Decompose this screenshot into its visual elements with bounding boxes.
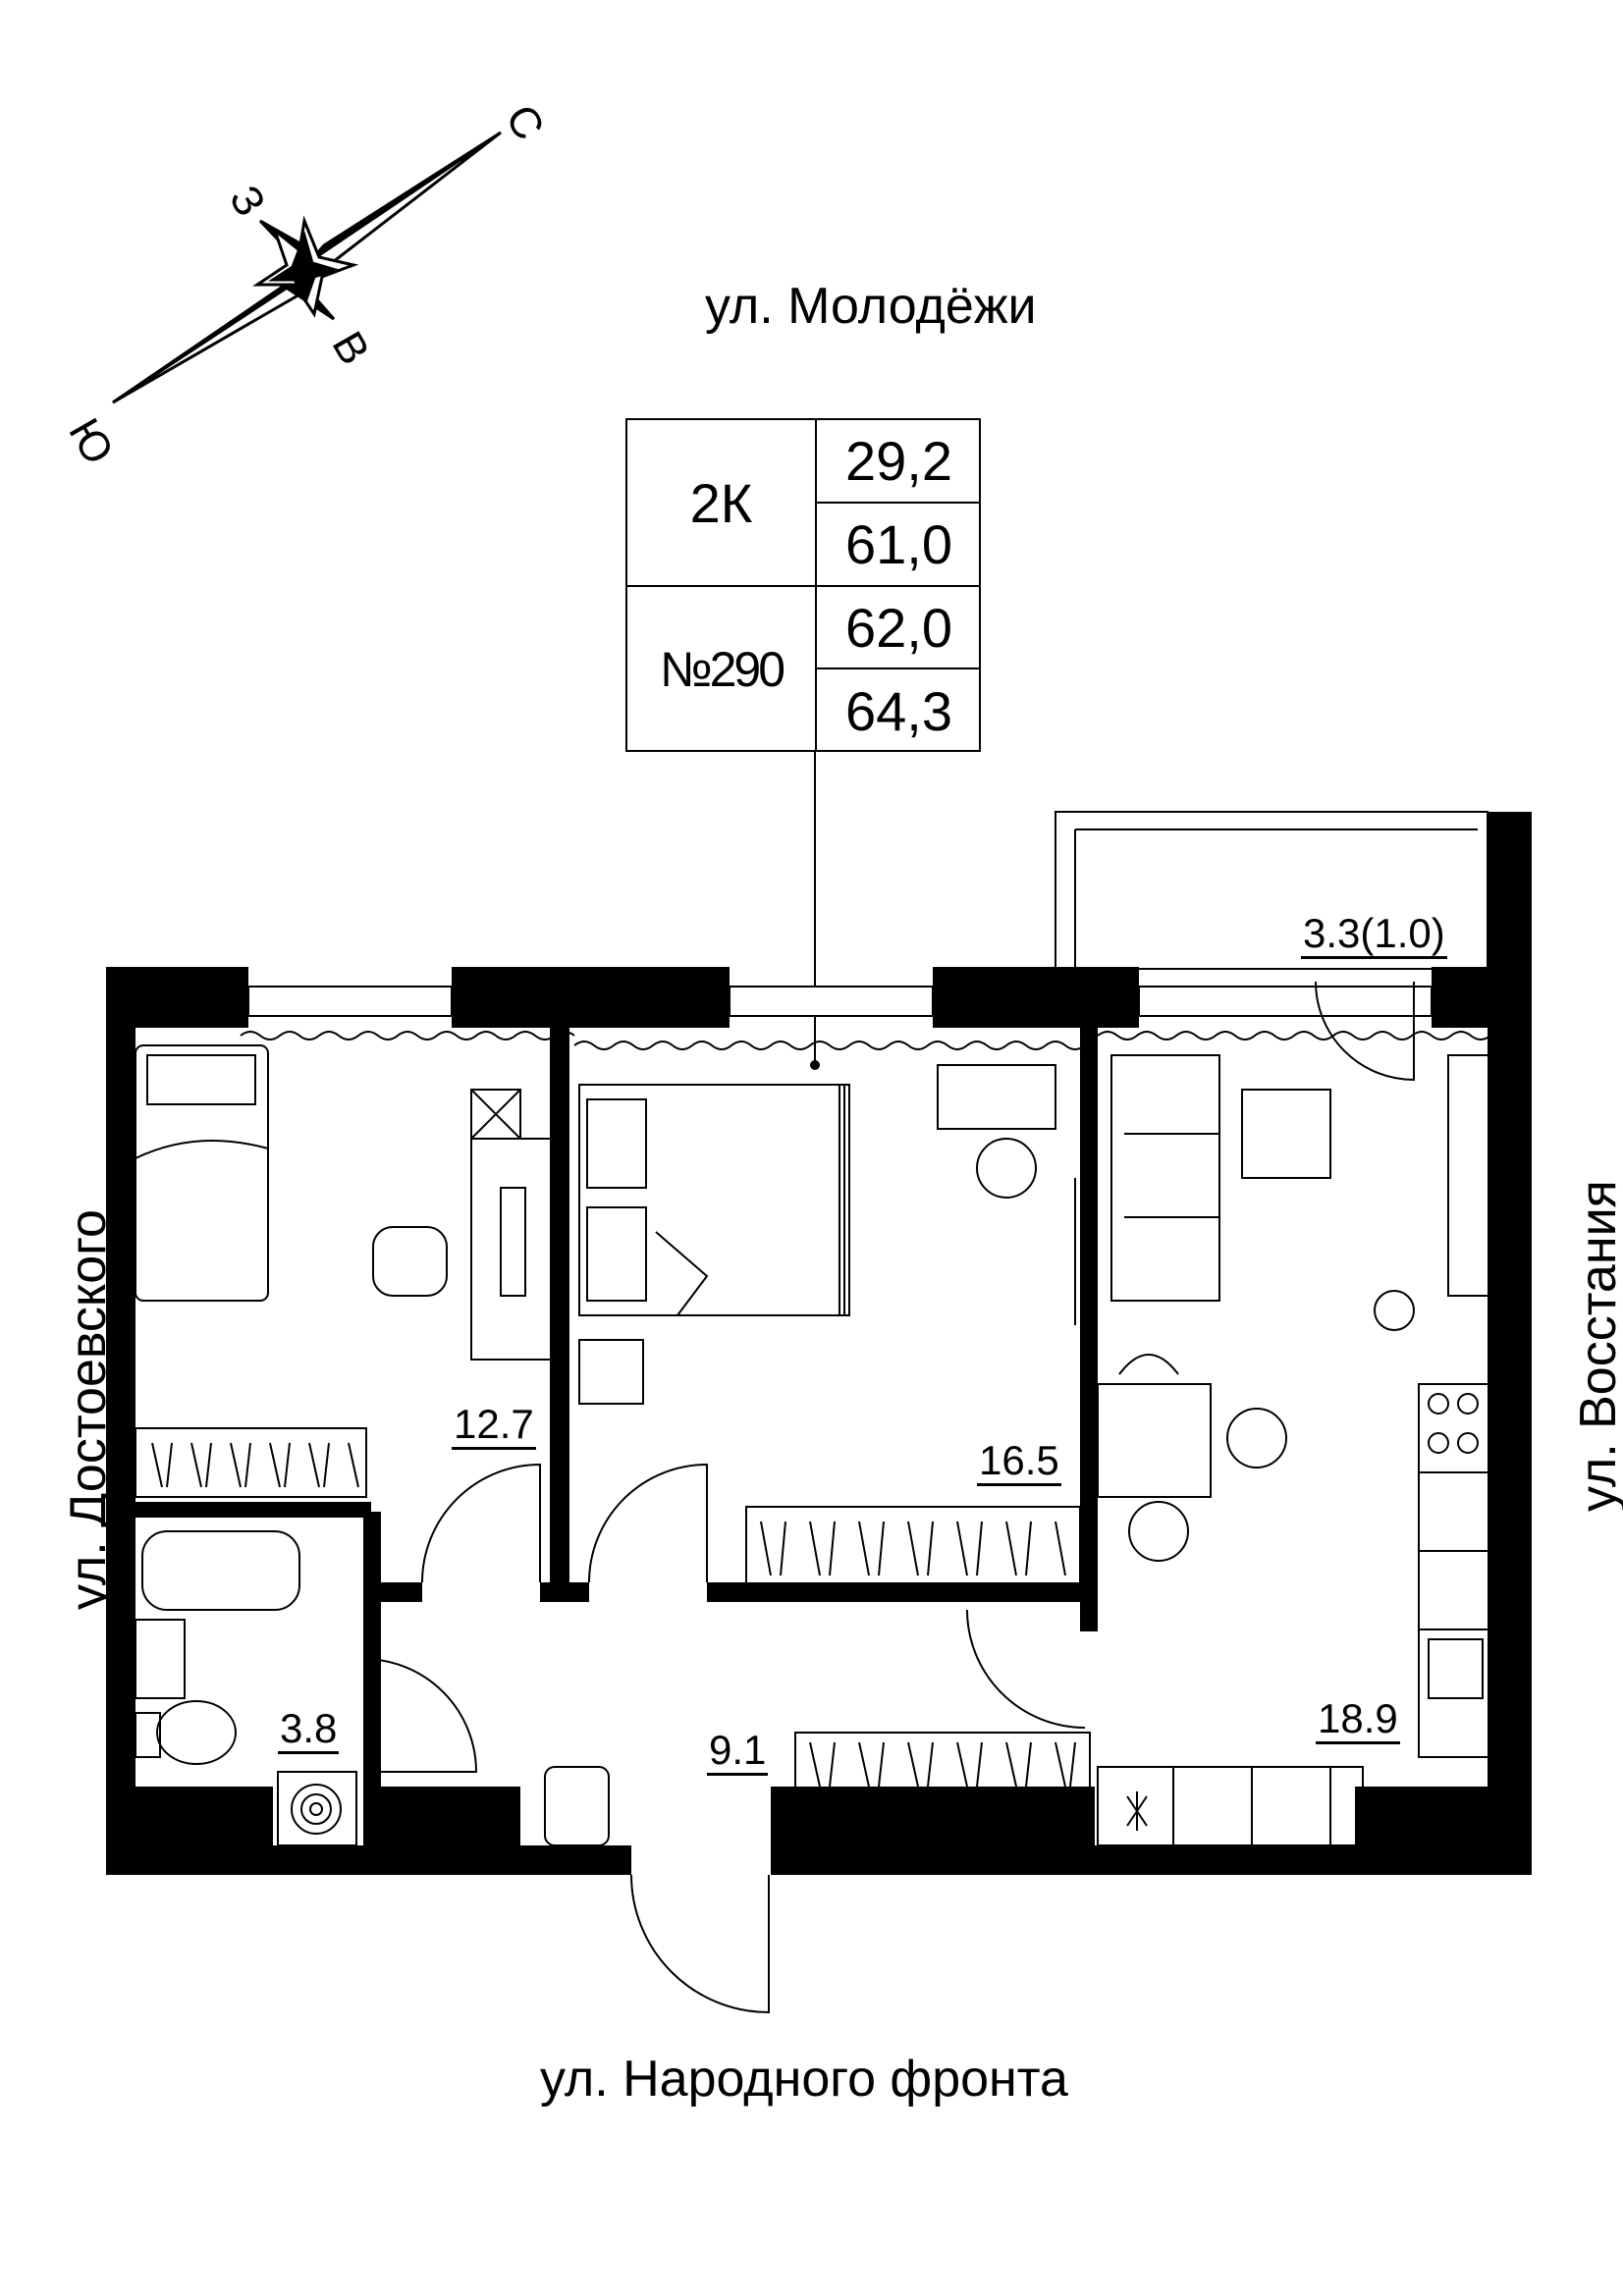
area-without-balcony-value: 61,0 <box>817 504 981 587</box>
apartment-info-table: 2К №290 29,2 61,0 62,0 64,3 <box>625 418 981 752</box>
door-swings <box>362 981 1415 2014</box>
furniture-small-bedroom <box>135 1044 556 1498</box>
street-label-bottom: ул. Народного фронта <box>540 2051 1068 2108</box>
furniture-main-bedroom <box>578 1064 1081 1586</box>
total-area-value: 64,3 <box>845 679 952 742</box>
room-area-bedroom-small: 12.7 <box>452 1401 536 1451</box>
room-area-bathroom: 3.8 <box>278 1705 340 1755</box>
walls <box>106 812 1532 1875</box>
room-area-kitchen-living: 18.9 <box>1316 1695 1400 1745</box>
windows <box>247 986 1433 1017</box>
furniture-bathroom-hall <box>135 1530 1091 1846</box>
room-area-hall: 9.1 <box>707 1727 769 1777</box>
room-area-bedroom-main: 16.5 <box>977 1437 1061 1487</box>
room-area-balcony: 3.3(1.0) <box>1301 910 1447 960</box>
apartment-type: 2К <box>627 420 817 587</box>
furniture-kitchen-living <box>1097 1054 1493 1846</box>
area-reduced-value: 62,0 <box>817 587 981 669</box>
living-area-value: 29,2 <box>817 420 981 504</box>
street-label-top: ул. Молодёжи <box>705 278 1037 335</box>
apartment-number: №290 <box>627 587 817 752</box>
